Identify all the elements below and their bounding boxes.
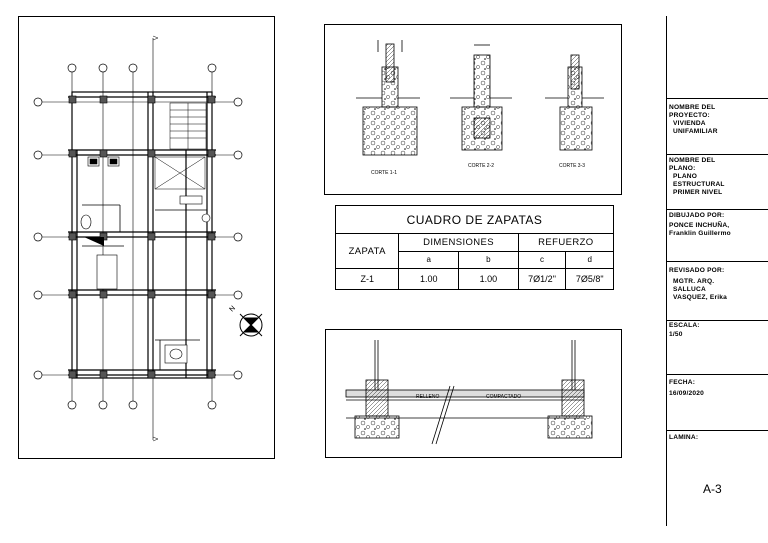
cell-d: 7Ø5/8"	[565, 268, 614, 290]
section-3-label: CORTE 3-3	[559, 163, 585, 169]
escala-label: ESCALA:	[669, 322, 700, 329]
dibujado-value-1: PONCE INCHUÑA,	[669, 222, 730, 229]
fecha-label: FECHA:	[669, 379, 696, 386]
title-block: NOMBRE DEL PROYECTO: VIVIENDA UNIFAMILIA…	[666, 16, 768, 526]
lamina-label: LAMINA:	[669, 434, 699, 441]
cell-zapata: Z-1	[334, 268, 400, 290]
cell-a: 1.00	[398, 268, 460, 290]
dibujado-label: DIBUJADO POR:	[669, 212, 725, 219]
fixtures	[80, 156, 211, 364]
columns	[68, 95, 216, 379]
section-markers	[152, 35, 159, 442]
section-1-label: CORTE 1-1	[371, 170, 397, 176]
partition-lines	[82, 204, 207, 370]
plano-value-2: ESTRUCTURAL	[673, 181, 725, 188]
proyecto-label-1: NOMBRE DEL	[669, 104, 716, 111]
section-3-footing	[545, 54, 604, 151]
col-refuerzo-header: REFUERZO	[517, 233, 615, 252]
section-2-footing	[450, 44, 512, 151]
revisado-value-2: SALLUCA	[673, 286, 706, 293]
plano-label-1: NOMBRE DEL	[669, 157, 716, 164]
zapatas-table: CUADRO DE ZAPATAS ZAPATA DIMENSIONES REF…	[334, 205, 615, 290]
slab	[345, 340, 593, 445]
revisado-value-1: MGTR. ARQ.	[673, 278, 715, 285]
cell-b: 1.00	[458, 268, 519, 290]
section-1-footing	[356, 40, 420, 156]
plano-value-1: PLANO	[673, 173, 698, 180]
stair	[169, 102, 207, 150]
escala-value: 1/50	[669, 331, 683, 338]
plano-value-3: PRIMER NIVEL	[673, 189, 723, 196]
table-title: CUADRO DE ZAPATAS	[335, 205, 614, 234]
lamina-value: A-3	[703, 482, 722, 496]
section-2-label: CORTE 2-2	[468, 163, 494, 169]
revisado-value-3: VASQUEZ, Erika	[673, 294, 727, 301]
col-zapata-header: ZAPATA	[334, 232, 400, 270]
door-arc	[84, 237, 104, 246]
revisado-label: REVISADO POR:	[669, 267, 725, 274]
relleno-label: RELLENO	[416, 394, 439, 400]
void-cross	[154, 156, 206, 190]
north-arrow	[239, 313, 263, 337]
proyecto-value-2: UNIFAMILIAR	[673, 128, 718, 135]
fecha-value: 16/09/2020	[669, 390, 705, 397]
dibujado-value-2: Franklin Guillermo	[669, 230, 731, 237]
north-label: N	[228, 305, 237, 314]
axis-bubbles	[33, 63, 243, 410]
proyecto-label-2: PROYECTO:	[669, 112, 710, 119]
plano-label-2: PLANO:	[669, 165, 696, 172]
compactado-label: COMPACTADO	[486, 394, 521, 400]
proyecto-value-1: VIVIENDA	[673, 120, 706, 127]
table-row: Z-1 1.00 1.00 7Ø1/2" 7Ø5/8"	[334, 268, 614, 290]
